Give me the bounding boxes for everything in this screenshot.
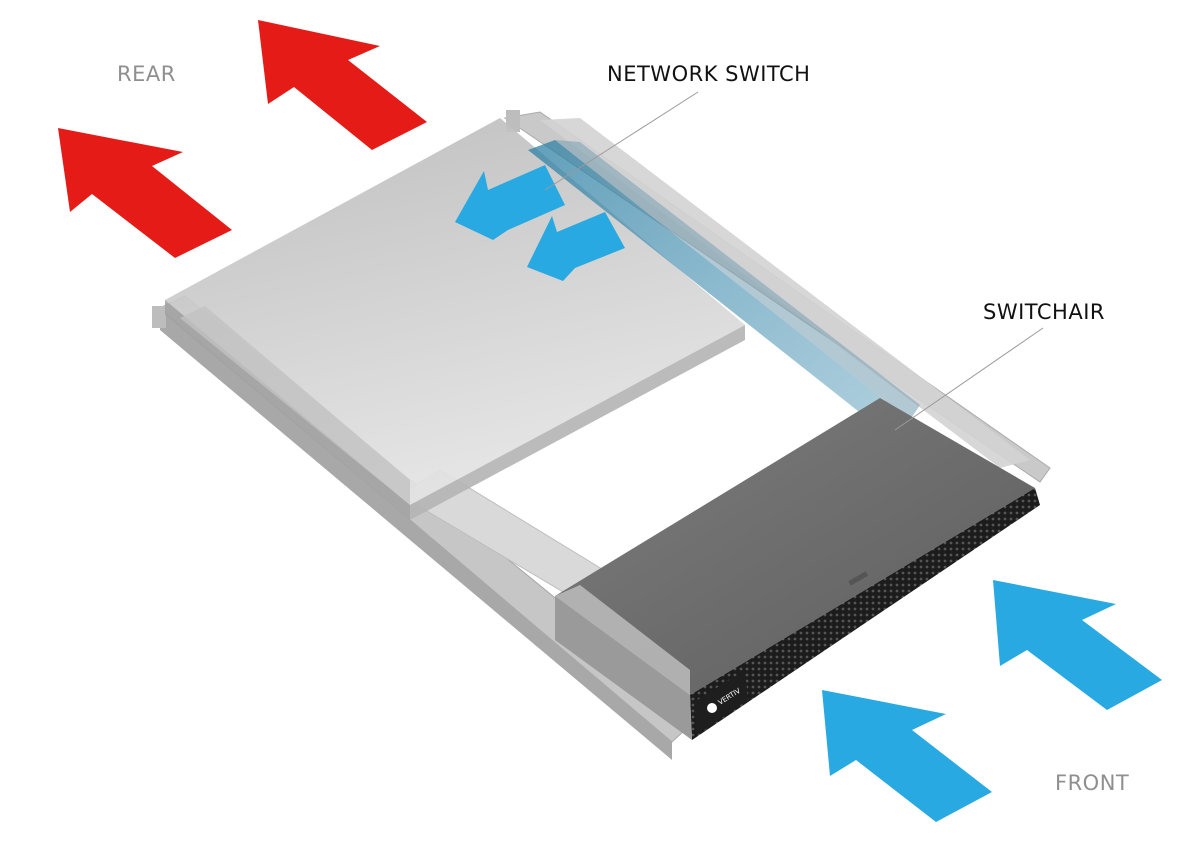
rack-left-rail-side: [160, 308, 672, 760]
internal-airflow-arrows: [455, 165, 625, 281]
rear-exhaust-arrows: [58, 20, 427, 258]
switchair-unit: VERTIV: [555, 398, 1040, 740]
switchair-duct: [528, 140, 920, 430]
front-label: FRONT: [1055, 771, 1130, 795]
exhaust-arrow-icon: [258, 20, 427, 150]
vertiv-logo-icon: [707, 703, 717, 713]
network-switch-label: NETWORK SWITCH: [607, 62, 811, 86]
rack-right-rail-inner: [540, 118, 1030, 468]
network-switch-end-cap: [180, 306, 410, 505]
switchair-front-panel: VERTIV: [694, 670, 748, 735]
switchair-duct-edge: [555, 140, 920, 420]
switchair-leader-line: [894, 327, 1044, 431]
intake-arrow-icon: [993, 580, 1162, 710]
switchair-end-cap: [555, 585, 690, 695]
intake-arrow-icon: [822, 690, 992, 822]
rear-label: REAR: [117, 62, 176, 86]
airflow-arrow-icon: [455, 165, 565, 240]
rack-ear-rear-left: [152, 306, 166, 328]
network-switch-leader-line: [544, 91, 699, 191]
switchair-top: [555, 398, 1035, 695]
network-switch-top: [165, 118, 745, 505]
airflow-arrow-icon: [527, 212, 625, 281]
exhaust-arrow-icon: [58, 128, 232, 258]
switchair-label: SWITCHAIR: [983, 300, 1105, 324]
switchair-duct-channel: [528, 140, 910, 430]
switchair-side: [555, 596, 692, 740]
front-intake-arrows: [822, 580, 1162, 822]
switchair-front-vent: [690, 488, 1040, 740]
network-switch-front: [410, 325, 745, 520]
switchair-handle: [848, 571, 869, 586]
